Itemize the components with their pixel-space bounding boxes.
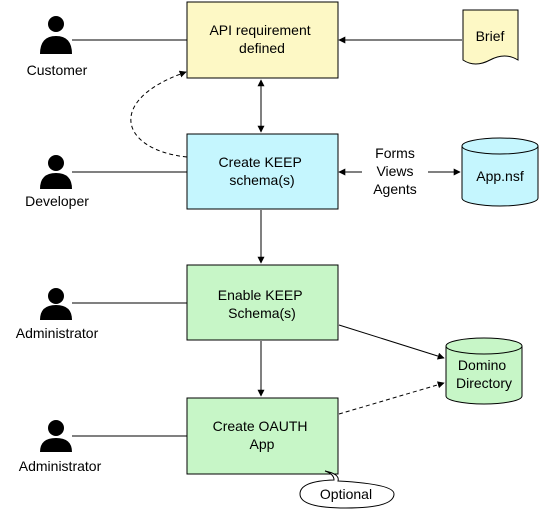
person-icon (40, 288, 72, 320)
design-element-agents: Agents (373, 181, 417, 197)
svg-text:Create KEEP schema(s): Create KEEP schema(s) (219, 154, 306, 188)
box-line: API requirement (209, 22, 310, 38)
domino-directory-database: Domino Directory (445, 337, 523, 405)
connectors (72, 36, 462, 437)
app-nsf-database: App.nsf (461, 137, 539, 207)
actor-label: Developer (25, 193, 89, 209)
connector-oauth-directory (338, 381, 445, 415)
box-line: Schema(s) (228, 305, 296, 321)
box-line: Create KEEP (219, 154, 302, 170)
design-elements: Forms Views Agents (373, 145, 417, 197)
actor-label: Customer (27, 62, 88, 78)
box-line: defined (239, 40, 285, 56)
callout-label: Optional (320, 486, 372, 502)
box-create-oauth-app: Create OAUTH App (186, 397, 339, 475)
box-shape (186, 1, 339, 79)
connector-dashed-feedback (130, 70, 188, 158)
connector-enable-directory (338, 324, 445, 360)
database-icon (445, 337, 523, 405)
actor-customer: Customer (27, 16, 88, 78)
person-icon (40, 420, 72, 452)
box-shape (186, 264, 339, 341)
svg-text:Enable KEEP Schema(s): Enable KEEP Schema(s) (218, 287, 306, 321)
box-enable-keep-schema: Enable KEEP Schema(s) (186, 264, 339, 341)
person-icon (40, 155, 72, 189)
svg-text:Create OAUTH App: Create OAUTH App (213, 418, 312, 452)
directory-line: Domino (458, 357, 506, 373)
design-element-forms: Forms (375, 145, 415, 161)
box-api-requirement: API requirement defined (186, 1, 339, 79)
box-shape (186, 397, 339, 475)
box-shape (186, 133, 339, 210)
svg-text:Domino Directory: Domino Directory (456, 357, 512, 391)
box-line: Create OAUTH (213, 418, 308, 434)
design-element-views: Views (376, 163, 413, 179)
document-icon (462, 9, 519, 65)
svg-text:API requirement defined: API requirement defined (209, 22, 314, 56)
box-line: schema(s) (229, 172, 294, 188)
database-icon (461, 137, 539, 207)
actor-administrator-enable: Administrator (16, 288, 99, 341)
brief-document: Brief (462, 9, 519, 65)
actor-label: Administrator (16, 325, 99, 341)
brief-label: Brief (476, 28, 505, 44)
callout-bubble (299, 470, 395, 509)
box-create-keep-schema: Create KEEP schema(s) (186, 133, 339, 210)
box-line: App (250, 436, 275, 452)
optional-callout: Optional (299, 470, 395, 509)
person-icon (40, 16, 72, 54)
app-nsf-label: App.nsf (476, 168, 524, 184)
actor-label: Administrator (19, 458, 102, 474)
box-line: Enable KEEP (218, 287, 303, 303)
actor-developer: Developer (25, 155, 89, 209)
directory-line: Directory (456, 375, 512, 391)
actor-administrator-oauth: Administrator (19, 420, 102, 474)
